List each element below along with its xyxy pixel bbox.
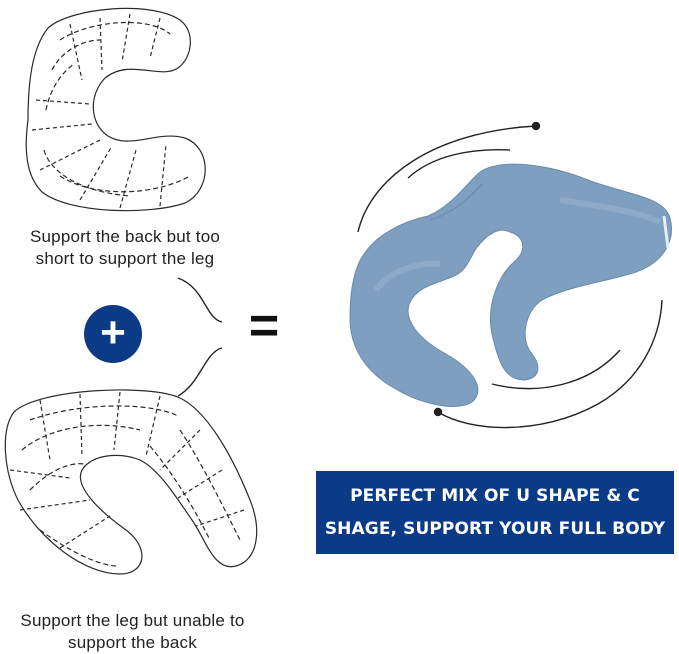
bracket-line-bottom xyxy=(177,347,223,397)
combined-pillow-image xyxy=(349,163,672,407)
c-shape-pillow-drawing xyxy=(25,7,206,212)
equals-sign: = xyxy=(248,297,280,355)
plus-badge: + xyxy=(84,305,142,363)
feature-banner: PERFECT MIX OF U SHAPE & C SHAGE, SUPPOR… xyxy=(316,471,674,554)
u-shape-pillow-drawing xyxy=(4,389,258,575)
bracket-line-top xyxy=(177,277,223,323)
rotation-arc-icon xyxy=(357,121,663,429)
u-shape-caption: Support the leg but unable to support th… xyxy=(20,611,245,652)
c-shape-caption: Support the back but too short to suppor… xyxy=(29,227,221,268)
feature-banner-text: PERFECT MIX OF U SHAPE & C SHAGE, SUPPOR… xyxy=(324,485,666,539)
